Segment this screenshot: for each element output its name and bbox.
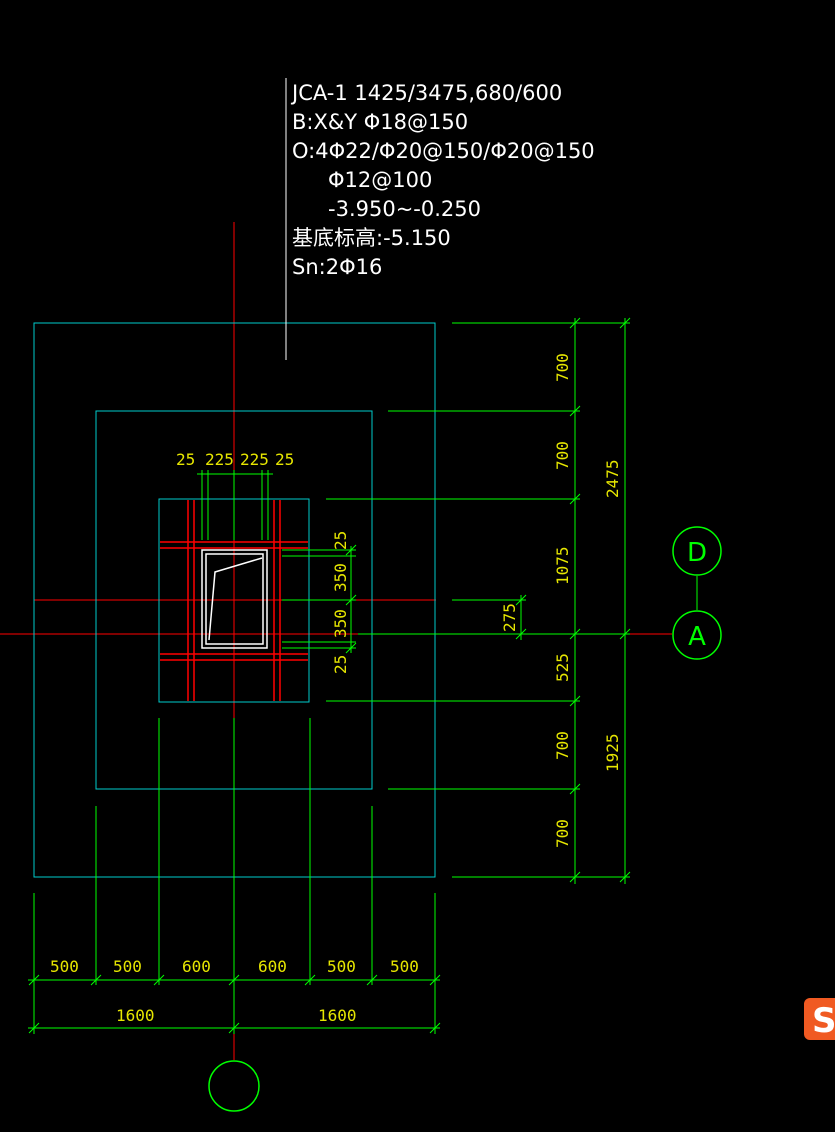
dimension-lines (28, 317, 698, 1034)
right-total-label: 1925 (603, 733, 622, 772)
right-dim-label: 700 (553, 819, 572, 848)
bottom-dims: 500 500 600 600 500 500 1600 1600 (50, 957, 419, 1025)
annotation-block: JCA-1 1425/3475,680/600 B:X&Y Φ18@150 O:… (290, 81, 595, 279)
right-dim-label: 700 (553, 731, 572, 760)
axis-bubble-a (672, 610, 722, 660)
annotation-line-7: Sn:2Φ16 (292, 255, 382, 279)
app-logo[interactable]: S (804, 998, 835, 1041)
column-section (201, 549, 268, 649)
axis-label-a: A (688, 622, 706, 652)
bottom-dim-label: 600 (182, 957, 211, 976)
column-dims: 25 350 350 25 275 (331, 531, 519, 674)
annotation-line-3: O:4Φ22/Φ20@150/Φ20@150 (292, 139, 595, 163)
rebar-dim-label: 25 (176, 450, 195, 469)
right-total-label: 2475 (603, 459, 622, 498)
bottom-total-label: 1600 (116, 1006, 155, 1025)
right-dim-label: 700 (553, 353, 572, 382)
right-dims: 700 700 1075 525 700 700 2475 1925 (553, 353, 622, 848)
annotation-line-1: JCA-1 1425/3475,680/600 (290, 81, 562, 105)
logo-letter: S (812, 1001, 835, 1041)
axis-lines (0, 222, 672, 1060)
annotation-line-2: B:X&Y Φ18@150 (292, 110, 468, 134)
bottom-dim-label: 600 (258, 957, 287, 976)
axis-bubbles (208, 526, 722, 1112)
bottom-dim-label: 500 (50, 957, 79, 976)
offset-dim-label: 275 (500, 603, 519, 632)
rebar-dim-label: 225 (240, 450, 269, 469)
column-dim-label: 25 (331, 655, 350, 674)
annotation-line-4: Φ12@100 (328, 168, 432, 192)
column-dim-label: 350 (331, 609, 350, 638)
right-dim-label: 1075 (553, 546, 572, 585)
column-rebar (160, 500, 308, 701)
axis-bubble-bottom (208, 1060, 260, 1112)
column-dim-label: 25 (331, 531, 350, 550)
column-dim-label: 350 (331, 563, 350, 592)
bottom-dim-label: 500 (113, 957, 142, 976)
bottom-total-label: 1600 (318, 1006, 357, 1025)
right-dim-label: 700 (553, 441, 572, 470)
axis-label-d: D (687, 538, 707, 568)
rebar-dim-label: 225 (205, 450, 234, 469)
annotation-line-6: 基底标高:-5.150 (292, 226, 451, 250)
rebar-dims: 25 225 225 25 (176, 450, 294, 469)
rebar-dim-label: 25 (275, 450, 294, 469)
bottom-dim-label: 500 (327, 957, 356, 976)
axis-bubble-d (672, 526, 722, 576)
bottom-dim-label: 500 (390, 957, 419, 976)
annotation-line-5: -3.950~-0.250 (328, 197, 481, 221)
right-dim-label: 525 (553, 653, 572, 682)
